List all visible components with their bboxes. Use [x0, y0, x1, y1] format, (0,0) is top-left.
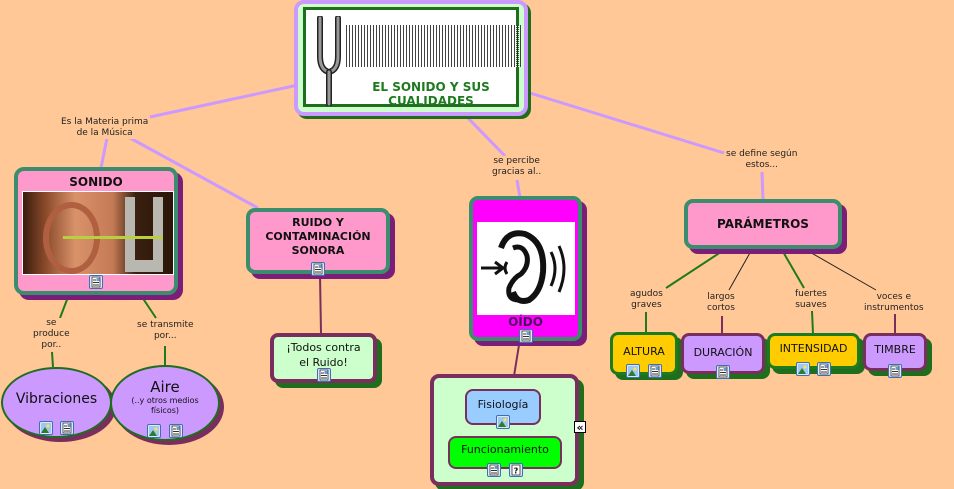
sound-waves-pattern — [346, 25, 522, 67]
node-oido[interactable]: OÍDO — [469, 196, 582, 343]
link-define-parametros — [760, 171, 765, 201]
node-intensidad-label: INTENSIDAD — [779, 342, 848, 355]
double-chevron-left-icon: « — [576, 421, 584, 434]
document-icon[interactable] — [89, 275, 103, 289]
link-sonido-produce — [59, 296, 69, 319]
document-icon[interactable] — [168, 424, 183, 438]
root-title: EL SONIDO Y SUS CUALIDADES — [372, 80, 490, 108]
node-vibraciones-resources — [3, 421, 110, 435]
node-todos-resources — [274, 368, 373, 382]
node-vibraciones[interactable]: Vibraciones — [1, 367, 112, 438]
image-icon[interactable] — [496, 415, 510, 429]
node-sonido[interactable]: SONIDO — [14, 167, 178, 295]
node-funcionamiento[interactable]: Funcionamiento ? — [448, 436, 562, 477]
node-fisiologia[interactable]: Fisiología — [465, 389, 541, 429]
link-oido-anatomia — [513, 344, 520, 377]
help-icon[interactable]: ? — [508, 463, 523, 477]
collapse-toggle-button[interactable]: « — [574, 421, 586, 433]
node-intensidad[interactable]: INTENSIDAD — [767, 333, 860, 376]
document-icon[interactable] — [817, 362, 832, 376]
image-icon[interactable] — [38, 421, 53, 435]
node-timbre-resources — [866, 364, 924, 378]
link-percibe-oido — [515, 179, 522, 199]
document-icon[interactable] — [716, 365, 730, 379]
document-icon[interactable] — [316, 368, 331, 382]
image-icon[interactable] — [147, 424, 162, 438]
root-node[interactable]: EL SONIDO Y SUS CUALIDADES — [294, 0, 528, 116]
link-root-percibe — [466, 116, 507, 158]
node-parametros[interactable]: PARÁMETROS — [684, 199, 842, 249]
document-icon[interactable] — [487, 463, 502, 477]
link-sonido-transmite — [141, 296, 157, 319]
tuning-fork-icon — [317, 16, 341, 106]
link-fuertes-intensidad — [811, 310, 814, 335]
link-materia-sonido — [99, 137, 109, 169]
document-icon[interactable] — [888, 364, 902, 378]
root-inner: EL SONIDO Y SUS CUALIDADES — [303, 7, 522, 108]
node-duracion-label: DURACIÓN — [693, 346, 753, 359]
link-root-define — [529, 91, 725, 155]
ear-icon — [481, 230, 566, 304]
link-produce-vibraciones — [51, 351, 54, 368]
document-icon[interactable] — [311, 262, 325, 276]
node-sonido-label: SONIDO — [69, 175, 123, 189]
image-icon[interactable] — [795, 362, 810, 376]
node-timbre[interactable]: TIMBRE — [863, 333, 927, 378]
node-oido-group[interactable]: Fisiología Funcionamiento ? — [430, 374, 579, 486]
node-altura-label: ALTURA — [623, 345, 665, 358]
node-timbre-label: TIMBRE — [874, 343, 916, 356]
document-icon[interactable] — [60, 421, 75, 435]
node-sonido-resources — [18, 275, 174, 289]
link-materia-ruido — [129, 136, 259, 210]
node-funcionamiento-label: Funcionamiento — [461, 443, 549, 456]
node-funcionamiento-resources: ? — [450, 463, 560, 477]
link-param-fuertes — [781, 249, 805, 289]
link-param-largos — [728, 250, 752, 291]
node-altura[interactable]: ALTURA — [610, 332, 678, 378]
node-aire-resources — [112, 424, 218, 438]
node-vibraciones-label: Vibraciones — [15, 391, 98, 407]
image-icon[interactable] — [626, 364, 641, 378]
node-oido-resources — [473, 329, 578, 343]
link-param-agudos — [665, 249, 725, 289]
node-aire-label: Aire — [150, 378, 180, 396]
svg-text:?: ? — [513, 467, 518, 476]
node-fisiologia-label: Fisiología — [477, 398, 529, 411]
node-oido-label: OÍDO — [508, 315, 543, 329]
link-root-materia — [149, 83, 299, 119]
node-intensidad-resources — [770, 362, 857, 376]
link-ruido-todos — [319, 274, 322, 334]
document-icon[interactable] — [518, 329, 533, 343]
document-icon[interactable] — [647, 364, 662, 378]
node-ruido-resources — [250, 262, 386, 276]
ear-photo-image — [22, 191, 174, 275]
node-duracion-resources — [684, 365, 762, 379]
node-parametros-label: PARÁMETROS — [717, 217, 809, 231]
ear-drawing-image — [477, 222, 575, 315]
node-fisiologia-resources — [467, 415, 539, 429]
link-param-voces — [807, 250, 877, 291]
node-altura-resources — [613, 364, 675, 378]
node-duracion[interactable]: DURACIÓN — [681, 333, 765, 379]
